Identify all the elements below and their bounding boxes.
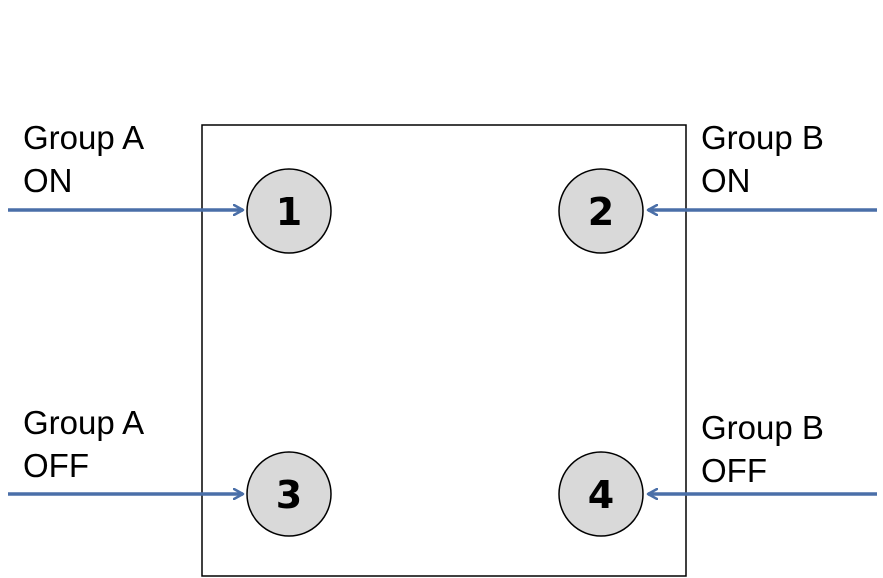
- button-2-circle: [558, 168, 644, 254]
- label-group-b-off-line2: OFF: [701, 452, 767, 489]
- label-group-a-on-line2: ON: [23, 162, 73, 199]
- button-4[interactable]: 4: [558, 451, 644, 537]
- label-group-a-on-line1: Group A: [23, 119, 144, 156]
- label-group-b-off: Group B OFF: [701, 409, 824, 489]
- button-2-number: 2: [588, 190, 614, 234]
- button-2[interactable]: 2: [558, 168, 644, 254]
- button-3[interactable]: 3: [246, 451, 332, 537]
- label-group-b-off-line1: Group B: [701, 409, 824, 446]
- button-3-circle: [246, 451, 332, 537]
- label-group-a-off-line1: Group A: [23, 404, 144, 441]
- label-group-b-on-line2: ON: [701, 162, 751, 199]
- label-group-b-on: Group B ON: [701, 119, 824, 199]
- label-group-a-on: Group A ON: [23, 119, 144, 199]
- label-group-a-off-line2: OFF: [23, 447, 89, 484]
- button-1-number: 1: [276, 190, 302, 234]
- button-1-circle: [246, 168, 332, 254]
- button-4-number: 4: [588, 473, 614, 517]
- label-group-b-on-line1: Group B: [701, 119, 824, 156]
- label-group-a-off: Group A OFF: [23, 404, 144, 484]
- button-1[interactable]: 1: [246, 168, 332, 254]
- button-4-circle: [558, 451, 644, 537]
- button-3-number: 3: [276, 473, 302, 517]
- control-panel: [201, 124, 687, 577]
